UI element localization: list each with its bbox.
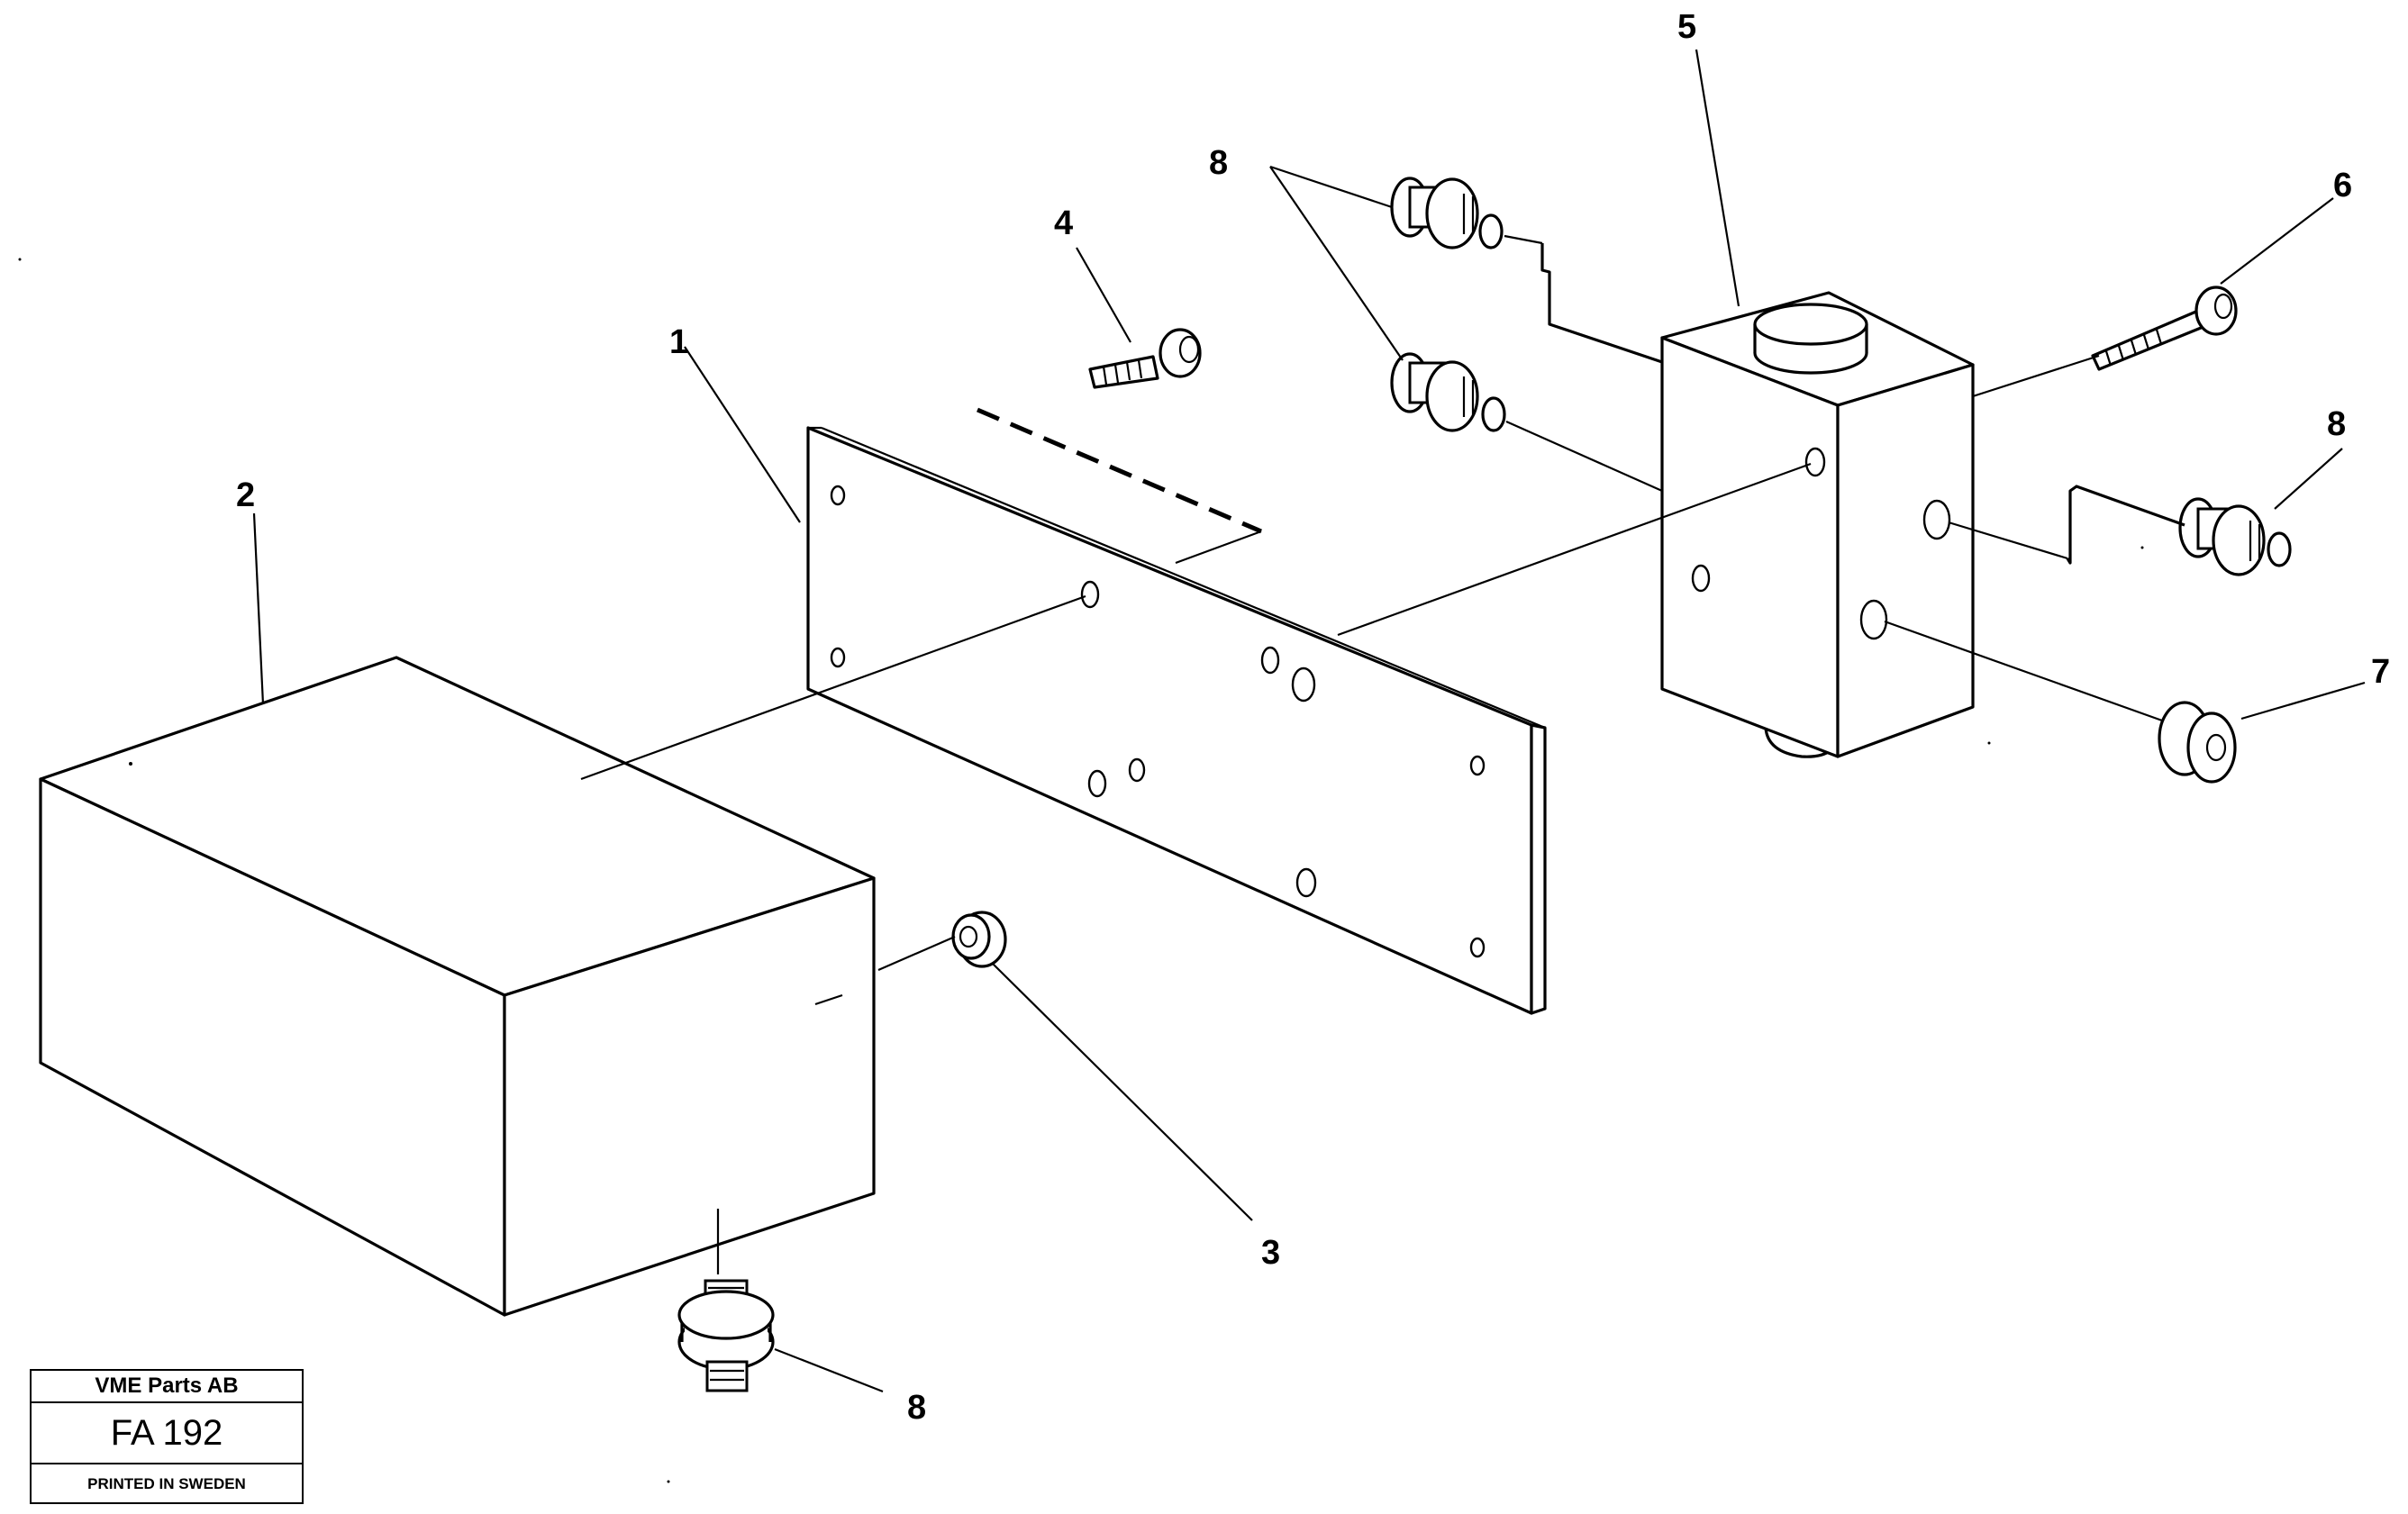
part-8-fitting-right	[2178, 497, 2292, 576]
label-part-8-bottom: 8	[907, 1389, 926, 1427]
part-labels: 1 2 3 4 5 6 7 8 8 8	[236, 8, 2390, 1427]
printed-note: PRINTED IN SWEDEN	[87, 1475, 246, 1492]
label-part-1: 1	[669, 323, 688, 361]
part-8-fitting-top	[1390, 177, 1504, 249]
label-part-2: 2	[236, 476, 255, 514]
part-8-fitting-bottom	[677, 1279, 775, 1392]
part-1-plate	[806, 426, 1547, 1015]
company-name: VME Parts AB	[32, 1371, 302, 1403]
label-part-3: 3	[1261, 1234, 1280, 1272]
label-part-8-right: 8	[2327, 405, 2346, 443]
part-6-bolt	[2091, 286, 2238, 371]
assembly-lines	[580, 234, 2185, 1274]
title-block: VME Parts AB FA 192 PRINTED IN SWEDEN	[30, 1369, 304, 1504]
part-5-valve-block	[1660, 291, 1975, 758]
part-7-plug	[2158, 701, 2237, 784]
part-4-bolt	[1088, 328, 1202, 389]
label-part-5: 5	[1677, 8, 1696, 46]
label-part-7: 7	[2371, 653, 2390, 691]
part-3-plug	[951, 911, 1007, 968]
figure-code: FA 192	[32, 1403, 302, 1464]
label-part-8-top: 8	[1209, 144, 1228, 182]
part-8-fitting-middle	[1390, 352, 1506, 432]
label-part-6: 6	[2333, 167, 2352, 204]
part-2-box	[39, 656, 876, 1317]
label-part-4: 4	[1054, 204, 1073, 242]
leader-lines	[252, 49, 2366, 1393]
